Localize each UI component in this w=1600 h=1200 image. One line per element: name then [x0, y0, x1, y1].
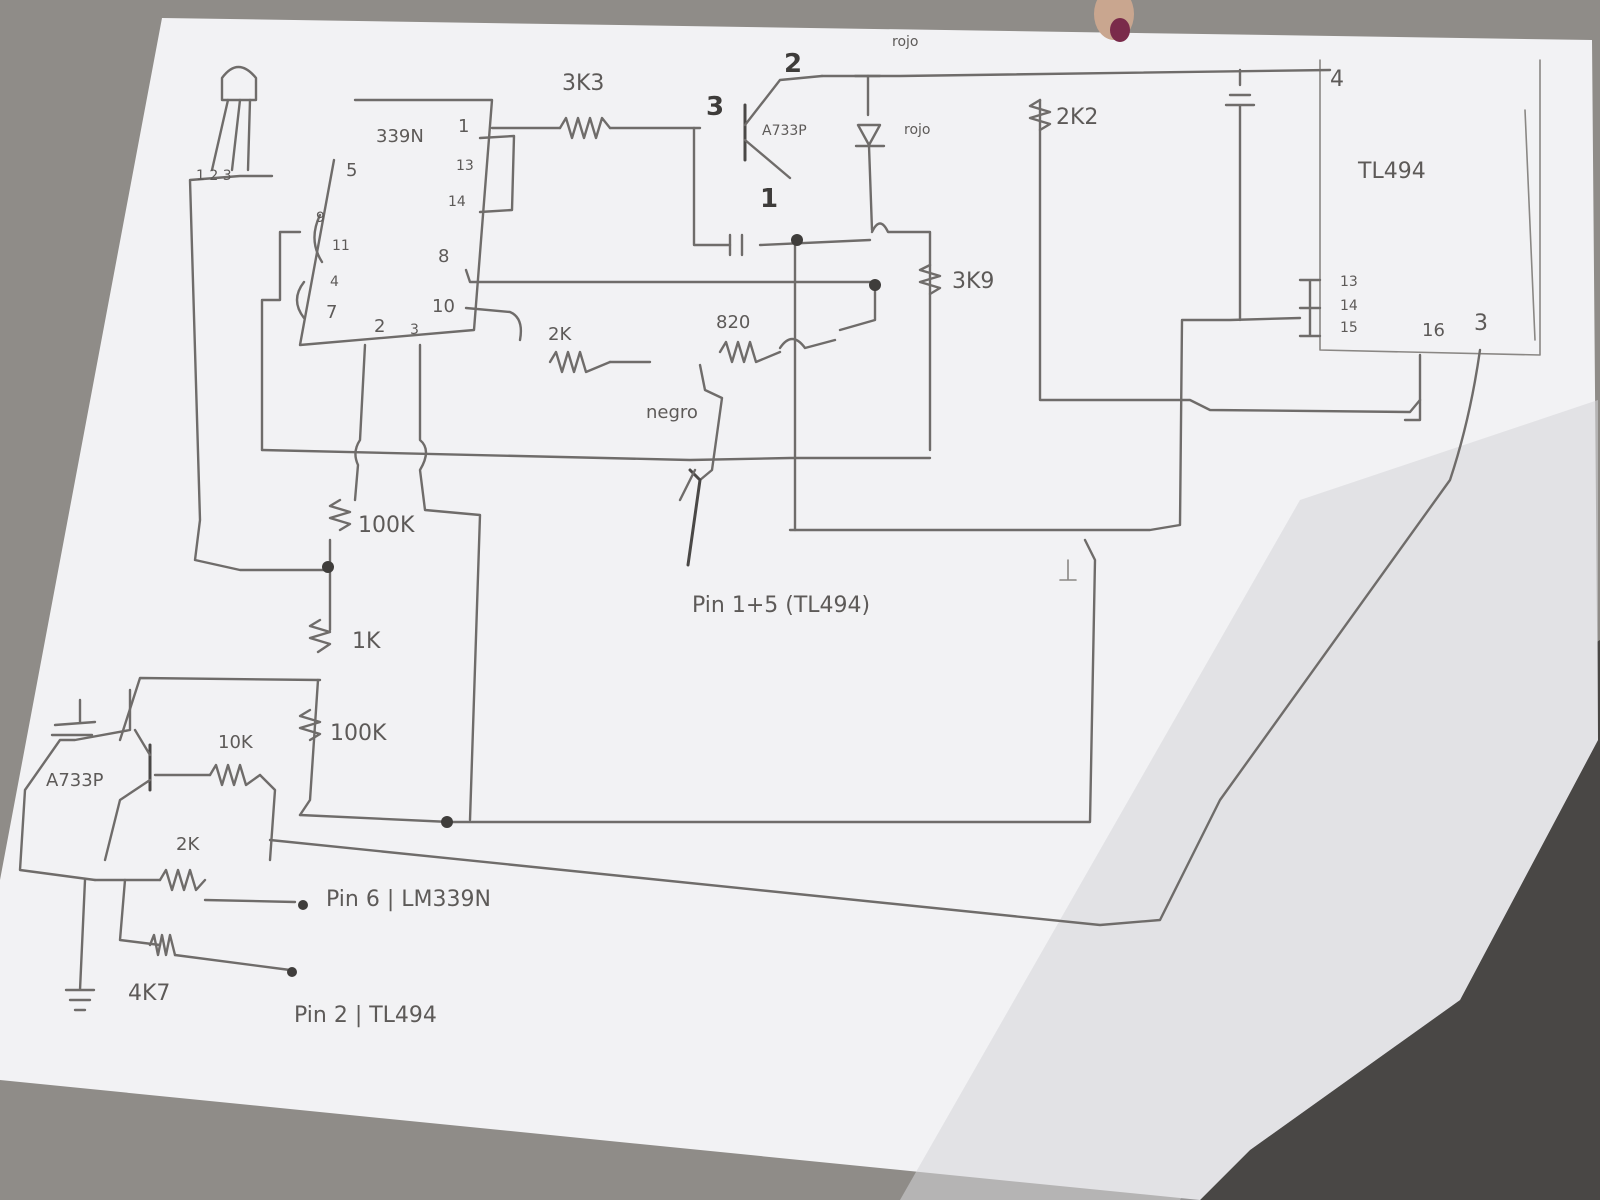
label-pin-11: 11 — [332, 238, 350, 254]
junction-dots — [287, 234, 881, 977]
label-resistor-2k-bottom: 2K — [176, 834, 200, 855]
label-tl-pin-14: 14 — [1340, 298, 1358, 314]
fingernail — [1110, 18, 1130, 42]
label-pin-note-mid: Pin 6 | LM339N — [326, 887, 491, 912]
tl494-chip — [1298, 59, 1541, 356]
label-negro: negro — [646, 402, 698, 423]
label-ic-lm339: 339N — [376, 126, 424, 147]
resistor-symbols — [148, 98, 1052, 957]
label-pin-1: 1 — [458, 116, 469, 137]
junction-dot — [869, 279, 881, 291]
label-sensor-pins: 1 2 3 — [196, 168, 232, 184]
label-transistor-pin-1: 1 — [760, 184, 778, 214]
resistor-3k9 — [918, 263, 942, 296]
label-pin-2: 2 — [374, 316, 385, 337]
resistor-2k2 — [1028, 98, 1052, 132]
label-rojo-led: rojo — [904, 122, 930, 138]
label-transistor-pin-3: 3 — [706, 92, 724, 122]
label-tl-pin-16: 16 — [1422, 320, 1445, 341]
resistor-820 — [718, 340, 782, 364]
label-resistor-3k3: 3K3 — [562, 71, 604, 96]
label-resistor-2k-mid: 2K — [548, 324, 572, 345]
label-transistor-pin-2: 2 — [784, 49, 802, 79]
label-pin-7: 7 — [326, 302, 337, 323]
resistor-1k — [308, 618, 332, 654]
label-pin-8: 8 — [438, 246, 449, 267]
lm339-chip — [295, 98, 516, 347]
resistor-4k7 — [148, 933, 177, 957]
resistor-100k-bottom — [298, 708, 322, 742]
junction-dot — [441, 816, 453, 828]
capacitor-mid — [728, 233, 744, 257]
label-resistor-10k: 10K — [218, 732, 254, 753]
label-tl-pin-13: 13 — [1340, 274, 1358, 290]
junction-dot — [298, 900, 308, 910]
label-resistor-1k: 1K — [352, 629, 381, 654]
label-tl-pin-4: 4 — [1330, 67, 1344, 92]
label-rojo-top: rojo — [892, 34, 918, 50]
label-pin-10: 10 — [432, 296, 455, 317]
label-tl-pin-3: 3 — [1474, 311, 1488, 336]
label-transistor-top: A733P — [762, 123, 807, 139]
resistor-100k-top — [328, 498, 352, 532]
label-pin-note-top: Pin 1+5 (TL494) — [692, 593, 870, 618]
resistor-10k — [208, 763, 262, 787]
label-resistor-100k-top: 100K — [358, 513, 415, 538]
label-pin-3: 3 — [410, 322, 419, 338]
resistor-2k-bottom — [158, 868, 207, 892]
paper-shading — [900, 400, 1598, 1200]
capacitor-left — [50, 698, 97, 737]
handwritten-labels: 339N TL494 1 13 14 5 9 11 4 7 2 3 8 10 1… — [46, 34, 1488, 1028]
label-resistor-2k2: 2K2 — [1056, 105, 1098, 130]
label-pin-13: 13 — [456, 158, 474, 174]
label-tl-pin-15: 15 — [1340, 320, 1358, 336]
wires — [18, 68, 1482, 1012]
junction-dot — [322, 561, 334, 573]
junction-dot — [791, 234, 803, 246]
label-pin-5: 5 — [346, 160, 357, 181]
resistor-3k3 — [558, 116, 612, 140]
resistor-2k-mid — [548, 350, 612, 374]
label-pin-9: 9 — [316, 210, 325, 226]
label-resistor-3k9: 3K9 — [952, 269, 994, 294]
junction-dot — [287, 967, 297, 977]
label-ic-tl494: TL494 — [1357, 159, 1426, 184]
label-resistor-820: 820 — [716, 312, 750, 333]
label-resistor-100k-bottom: 100K — [330, 721, 387, 746]
sensor-symbol — [210, 65, 258, 172]
label-pin-14: 14 — [448, 194, 466, 210]
label-resistor-4k7: 4K7 — [128, 981, 170, 1006]
label-pin-note-bottom: Pin 2 | TL494 — [294, 1003, 437, 1028]
capacitor-symbols — [50, 233, 744, 737]
label-transistor-bottom: A733P — [46, 770, 104, 791]
label-pin-4: 4 — [330, 274, 339, 290]
